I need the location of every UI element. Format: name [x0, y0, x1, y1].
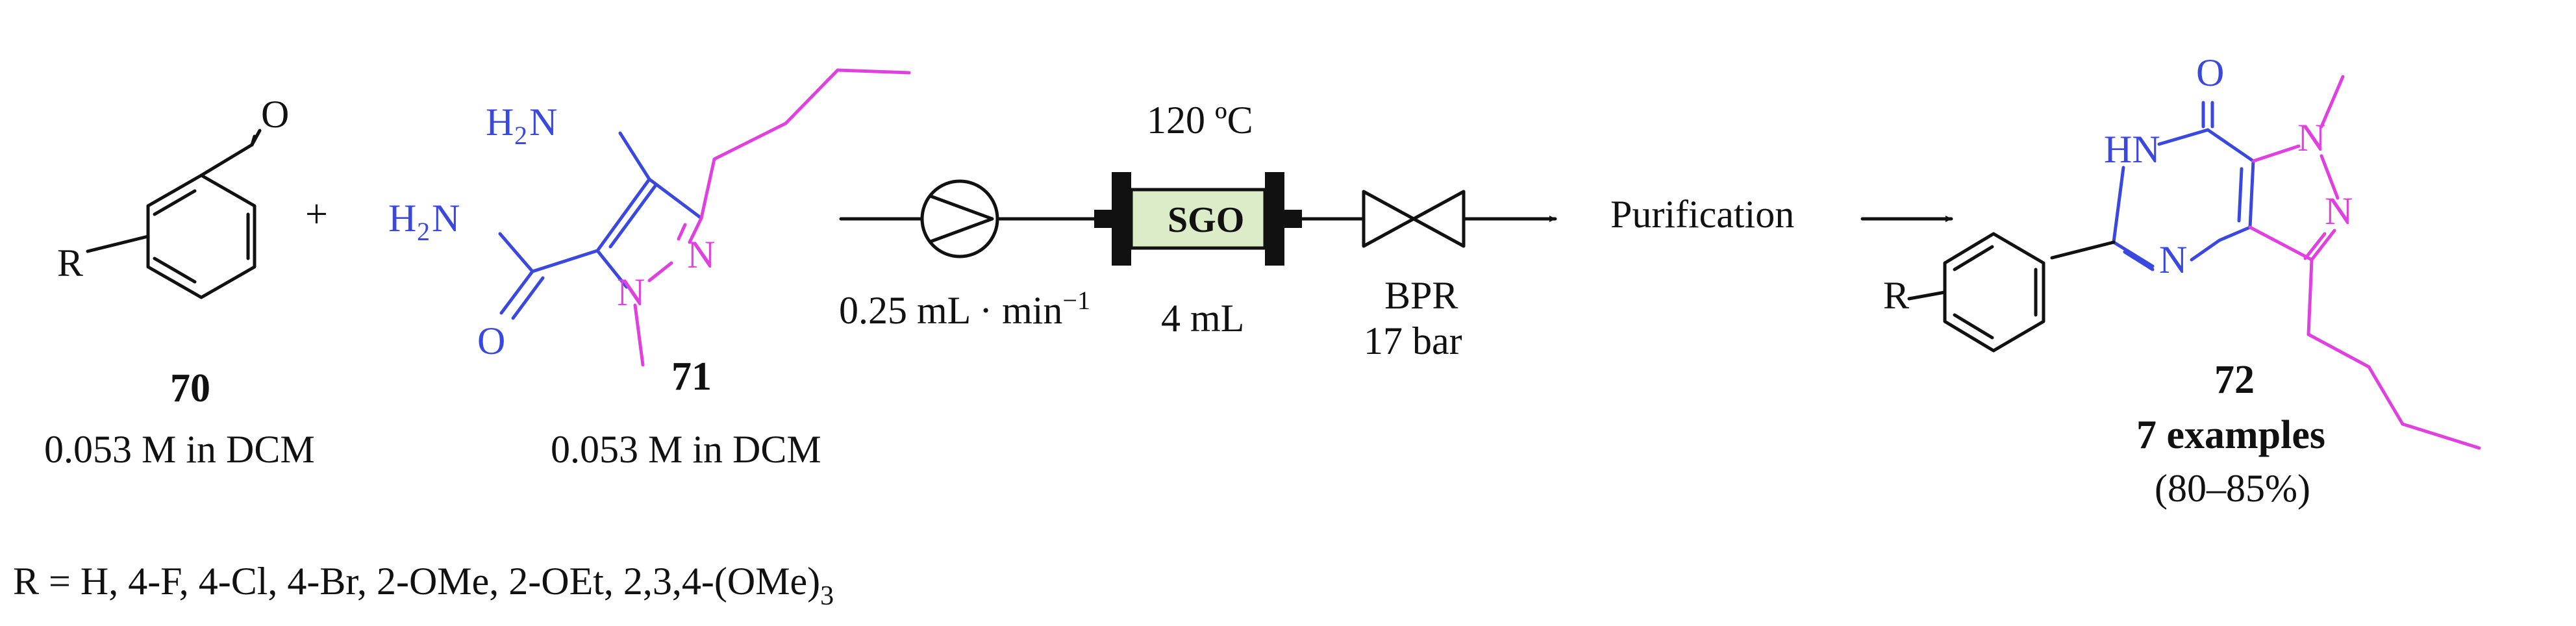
substituent-list: R = H, 4-F, 4-Cl, 4-Br, 2-OMe, 2-OEt, 2,… [13, 560, 834, 611]
reactor-label: SGO [1168, 200, 1244, 240]
pyrazole-nh2-subscript: 2 [514, 121, 527, 150]
amide-nh2-subscript: 2 [417, 217, 430, 246]
compound-71-number: 71 [671, 355, 712, 399]
compound-70-concentration: 0.053 M in DCM [44, 428, 315, 471]
reactor-volume: 4 mL [1161, 297, 1244, 340]
amide-o-label: O [477, 319, 505, 362]
product-r-label: R [1883, 274, 1909, 317]
bpr-pressure: 17 bar [1364, 319, 1462, 362]
product-hn-label: HN [2104, 128, 2160, 171]
compound-71-concentration: 0.053 M in DCM [551, 428, 821, 471]
purification-label: Purification [1610, 193, 1794, 236]
product-n-label: N [2325, 190, 2353, 232]
amide-nh2-n: N [432, 197, 460, 240]
back-pressure-regulator-icon [1362, 190, 1466, 248]
pyrazole-n2-label: N [687, 233, 715, 276]
product-examples: 7 examples [2136, 413, 2325, 457]
pyrazole-nh2-n: N [529, 101, 557, 144]
reactor-temperature: 120 ºC [1147, 99, 1253, 142]
product-n-methyl-label: N [2297, 116, 2325, 159]
product-ring-n-label: N [2159, 238, 2187, 281]
product-structure [1907, 75, 2481, 450]
product-yield: (80–85%) [2155, 467, 2310, 510]
pyrazole-n1-label: N [617, 271, 645, 314]
bpr-label: BPR [1384, 274, 1458, 317]
compound-72-number: 72 [2214, 358, 2255, 402]
pyrazole-structure [498, 68, 911, 367]
reactor-column [1094, 172, 1302, 266]
product-o-label: O [2196, 51, 2224, 94]
flow-rate-label: 0.25 mL · min−1 [839, 286, 1090, 332]
aldehyde-r-label: R [57, 242, 83, 284]
benzaldehyde-structure [86, 129, 262, 299]
plus-sign: + [305, 192, 328, 236]
amide-nh2-h: H [388, 197, 416, 240]
aldehyde-o-label: O [261, 93, 289, 136]
compound-70-number: 70 [170, 366, 210, 410]
pump-icon [920, 179, 999, 258]
pyrazole-nh2-h: H [486, 101, 514, 144]
